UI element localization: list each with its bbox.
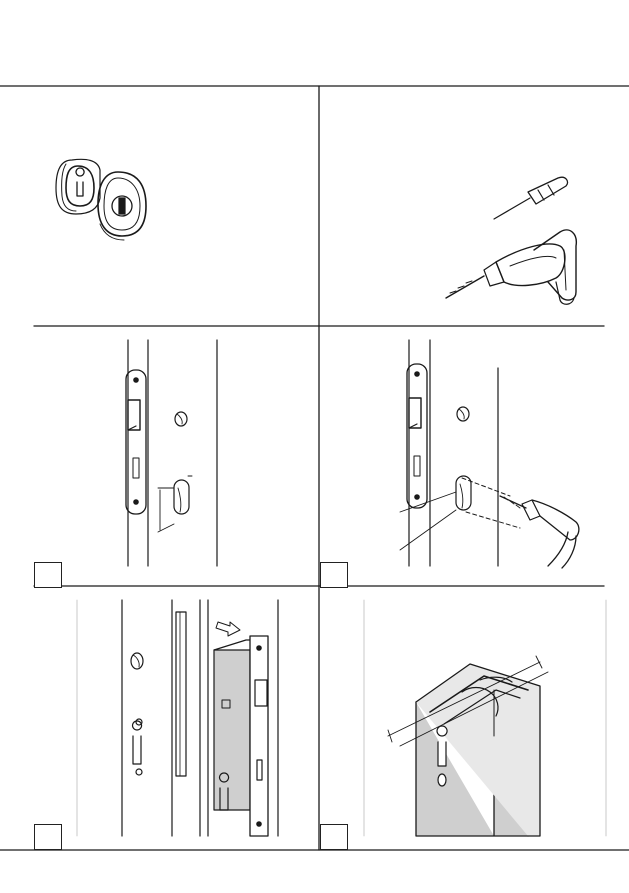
- step-box-3: [34, 824, 62, 850]
- power-drill-icon: [446, 230, 576, 304]
- drilling-illustration: [400, 340, 579, 568]
- step-box-2: [320, 562, 348, 588]
- profile-illustration: [364, 600, 606, 836]
- screwdriver-icon: [494, 177, 568, 219]
- escutcheon-illustration: [56, 159, 146, 240]
- step-box-4: [320, 824, 348, 850]
- insert-arrow-icon: [216, 622, 240, 636]
- power-drill-icon: [500, 496, 579, 568]
- insert-lock-illustration: [77, 600, 278, 836]
- marking-illustration: [126, 340, 217, 566]
- tools-illustration: [446, 177, 576, 304]
- step-box-1: [34, 562, 62, 588]
